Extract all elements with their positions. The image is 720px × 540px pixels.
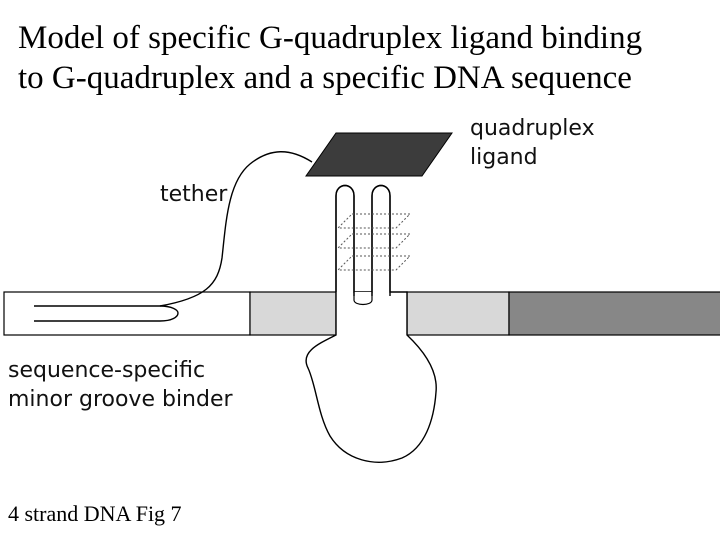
minor-groove-binder bbox=[34, 305, 179, 322]
g-tetrad-2 bbox=[336, 233, 412, 249]
title-line-1: Model of specific G-quadruplex ligand bi… bbox=[18, 20, 643, 56]
binder-label-line-1: sequence-specific bbox=[8, 358, 206, 383]
tether-label: tether bbox=[160, 182, 228, 207]
dna-segment-light-left bbox=[249, 291, 337, 336]
tether-line bbox=[159, 151, 313, 307]
g-tetrad-stack bbox=[336, 213, 412, 271]
minor-groove-binder-label: sequence-specific minor groove binder bbox=[8, 356, 233, 414]
dna-segment-light-right bbox=[406, 291, 510, 336]
binder-label-line-2: minor groove binder bbox=[8, 387, 233, 412]
quadruplex-ligand-label: quadruplex ligand bbox=[470, 114, 595, 172]
quadruplex-ligand-shape bbox=[305, 132, 453, 177]
quadruplex-inner-strands bbox=[353, 292, 373, 306]
g-tetrad-1 bbox=[336, 213, 412, 229]
slide-title: Model of specific G-quadruplex ligand bi… bbox=[18, 18, 708, 98]
dna-segment-dark bbox=[508, 291, 720, 336]
quadruplex-strand-left bbox=[335, 184, 355, 296]
g-tetrad-3 bbox=[336, 255, 412, 271]
quadruplex-ligand-label-line-2: ligand bbox=[470, 145, 538, 170]
quadruplex-ligand-label-line-1: quadruplex bbox=[470, 116, 595, 141]
figure-caption: 4 strand DNA Fig 7 bbox=[8, 501, 182, 526]
quadruplex-strand-right bbox=[371, 184, 391, 296]
title-line-2: to G-quadruplex and a specific DNA seque… bbox=[18, 60, 632, 96]
